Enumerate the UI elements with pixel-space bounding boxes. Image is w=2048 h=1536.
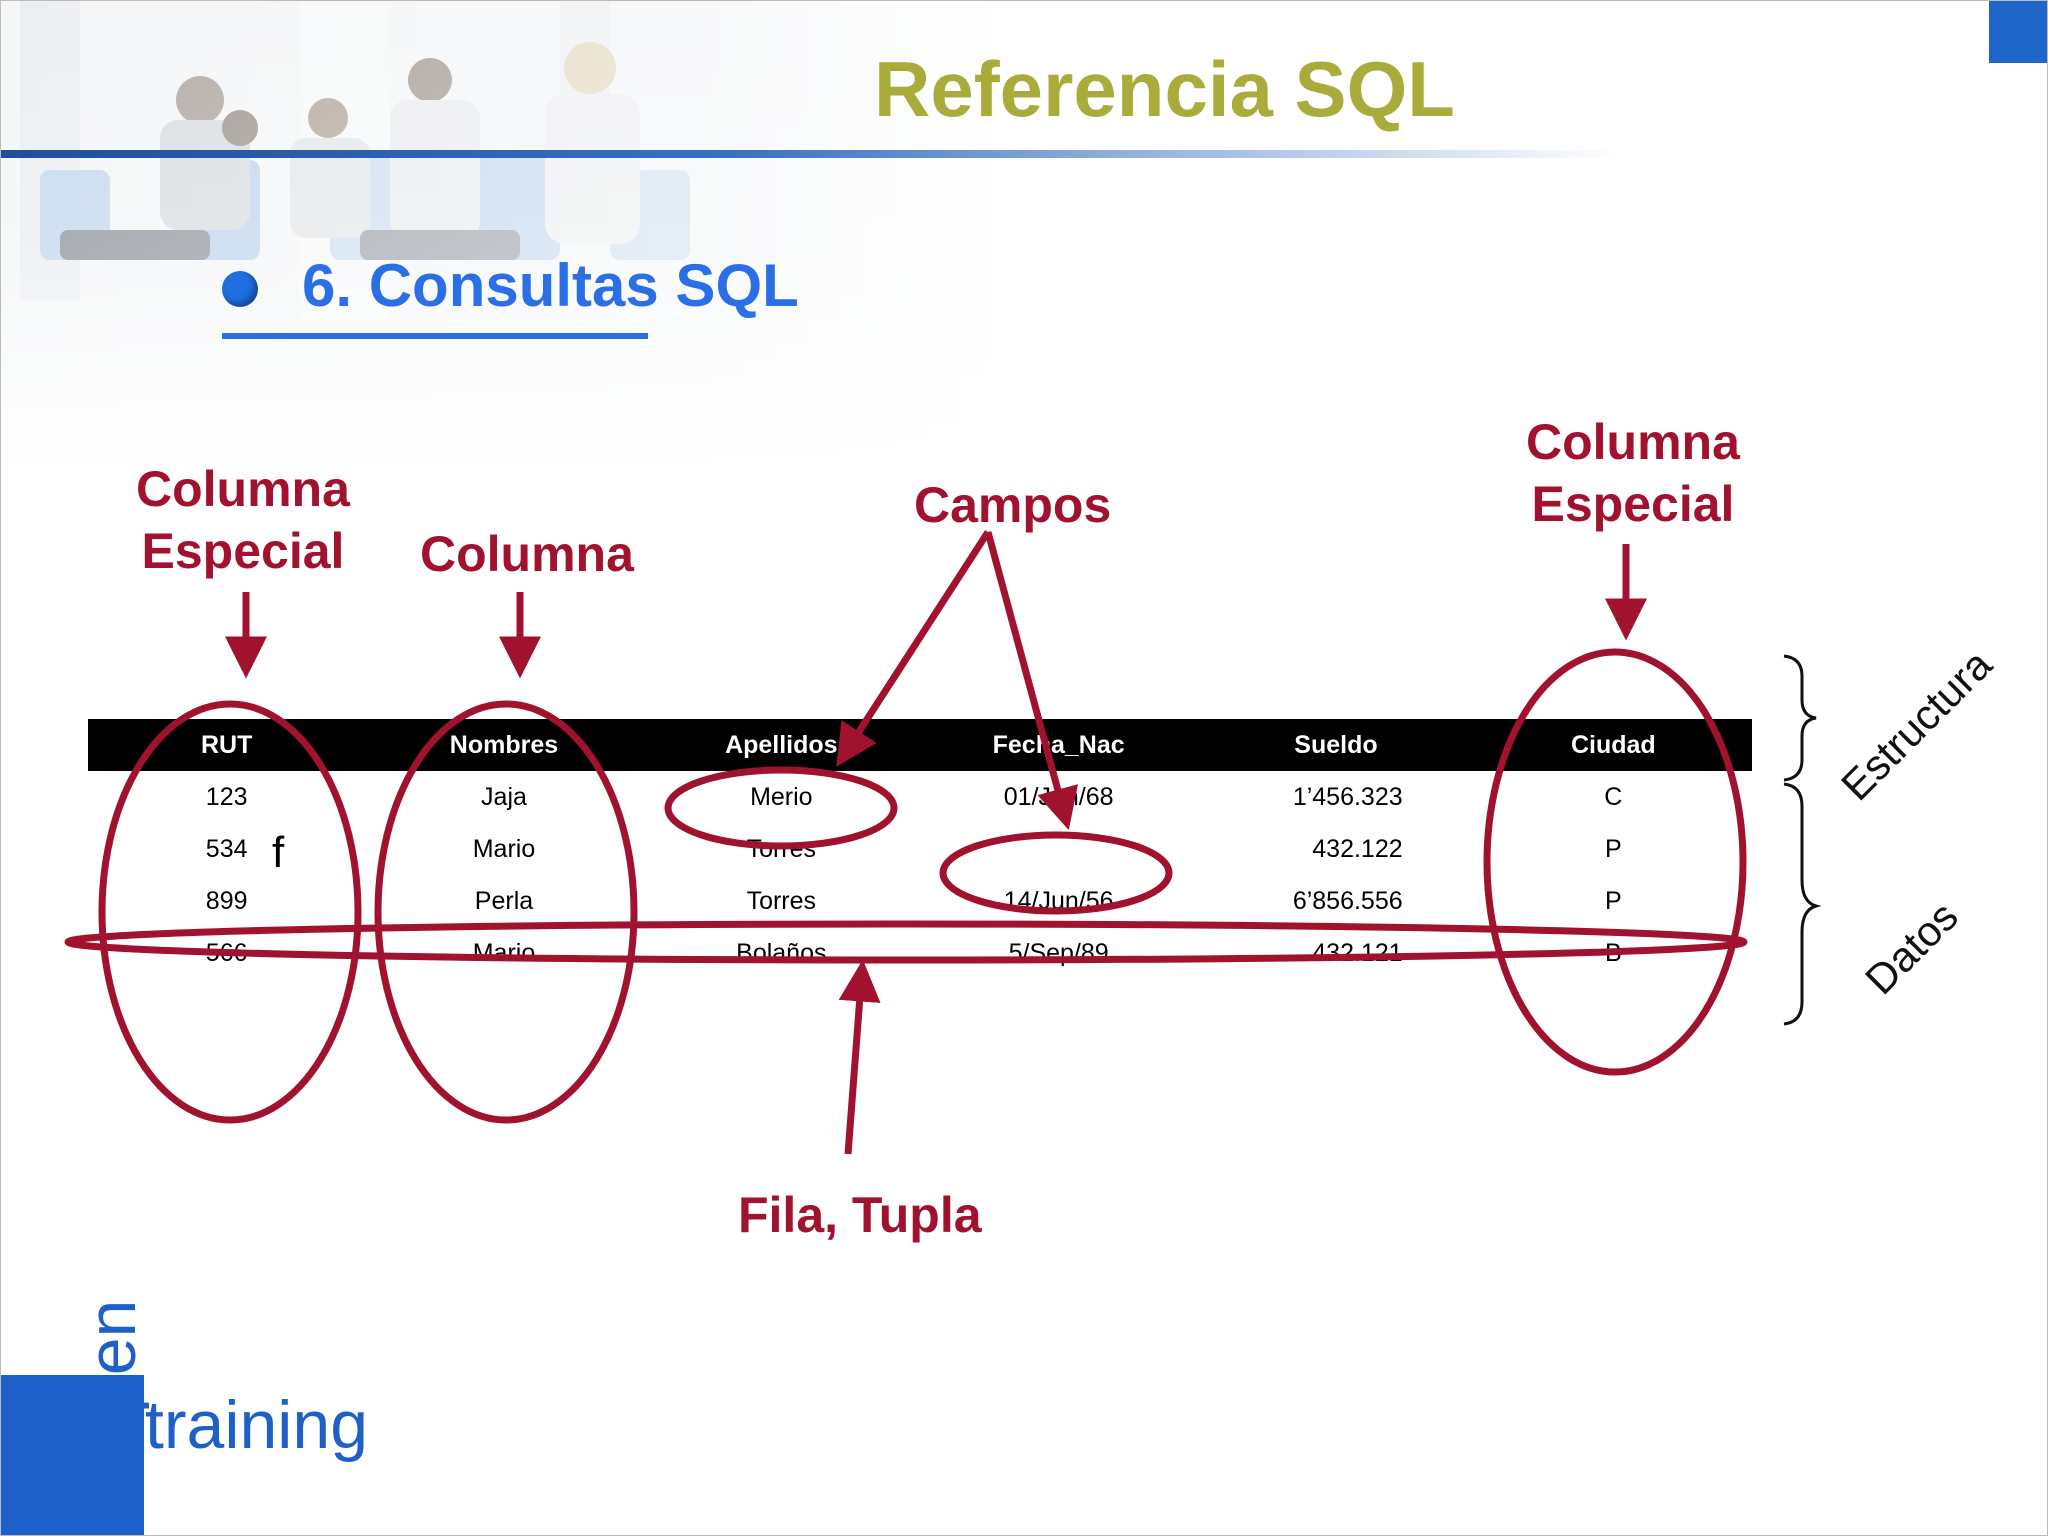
cell-sueldo: 1’456.323 xyxy=(1292,782,1403,811)
slide-title: Referencia SQL xyxy=(874,45,1455,133)
brand-training-text: training xyxy=(145,1387,369,1463)
corner-accent xyxy=(1989,0,2048,63)
cell-apellidos: Torres xyxy=(746,886,817,915)
section-title: 6. Consultas SQL xyxy=(302,252,799,319)
label-columna-especial-right: Columna Especial xyxy=(1526,411,1740,535)
label-columna-especial-left: Columna Especial xyxy=(136,458,350,582)
brand-square xyxy=(0,1375,144,1536)
label-columna: Columna xyxy=(420,526,634,582)
background-photo xyxy=(0,0,1000,470)
label-fila-tupla: Fila, Tupla xyxy=(738,1187,982,1243)
title-divider xyxy=(0,150,1620,158)
label-line: Columna xyxy=(136,461,350,517)
bullet-icon xyxy=(222,271,258,307)
label-line: Columna xyxy=(1526,414,1740,470)
label-line: Especial xyxy=(1531,476,1735,532)
header-sueldo: Sueldo xyxy=(1197,719,1475,771)
cell-sueldo: 6’856.556 xyxy=(1292,886,1403,915)
label-campos: Campos xyxy=(914,477,1112,533)
section-underline xyxy=(222,333,648,339)
brand-logo: Open training xyxy=(0,1270,420,1536)
cell-sueldo: 432.122 xyxy=(1312,834,1403,863)
label-line: Especial xyxy=(141,523,345,579)
